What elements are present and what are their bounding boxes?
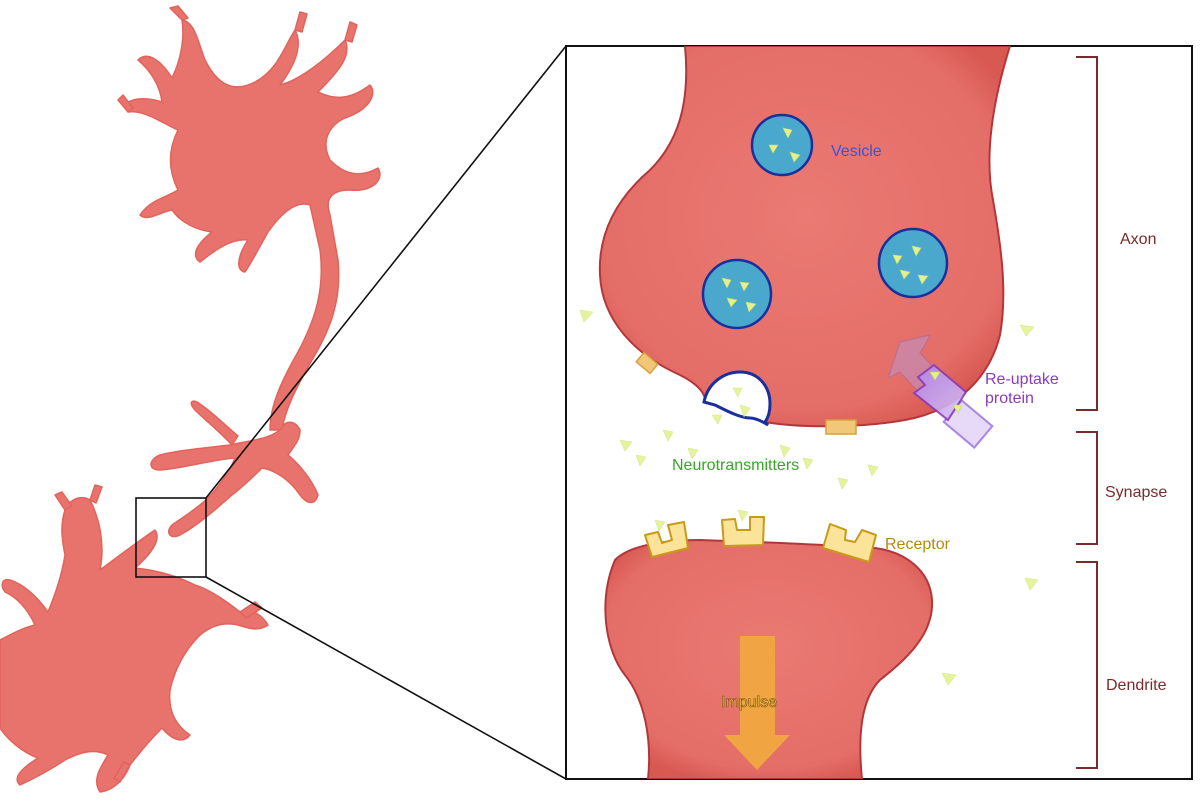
upper-dendrite-tip-1: [170, 6, 188, 20]
label-axon: Axon: [1120, 231, 1156, 248]
lower-dendrite-tip-2: [90, 485, 102, 503]
label-reuptake-line1: Re-uptake: [985, 371, 1059, 388]
upper-neuron-soma: [126, 20, 380, 430]
label-vesicle: Vesicle: [831, 143, 882, 160]
label-synapse: Synapse: [1105, 484, 1167, 501]
upper-dendrite-tip-2: [295, 12, 307, 32]
upper-axon-branch-bulb: [191, 401, 238, 445]
label-neurotransmitters: Neurotransmitters: [672, 457, 799, 474]
vesicle-3: [879, 229, 947, 297]
label-receptor: Receptor: [885, 536, 951, 553]
vesicle-1: [752, 115, 812, 175]
label-dendrite: Dendrite: [1106, 677, 1167, 694]
vesicle-2: [703, 260, 771, 328]
label-impulse: Impulse: [721, 694, 777, 711]
label-reuptake-line2: protein: [985, 390, 1034, 407]
lower-dendrite-tip-1: [55, 492, 72, 510]
zoom-connector-bottom: [206, 577, 566, 779]
upper-dendrite-tip-3: [345, 22, 357, 42]
upper-neuron: [118, 6, 380, 537]
zoom-panel: Vesicle Re-uptake protein Neurotransmitt…: [566, 46, 1192, 779]
lower-neuron-soma: [0, 498, 268, 792]
lower-neuron: [0, 485, 268, 792]
membrane-channel-2: [826, 420, 856, 434]
